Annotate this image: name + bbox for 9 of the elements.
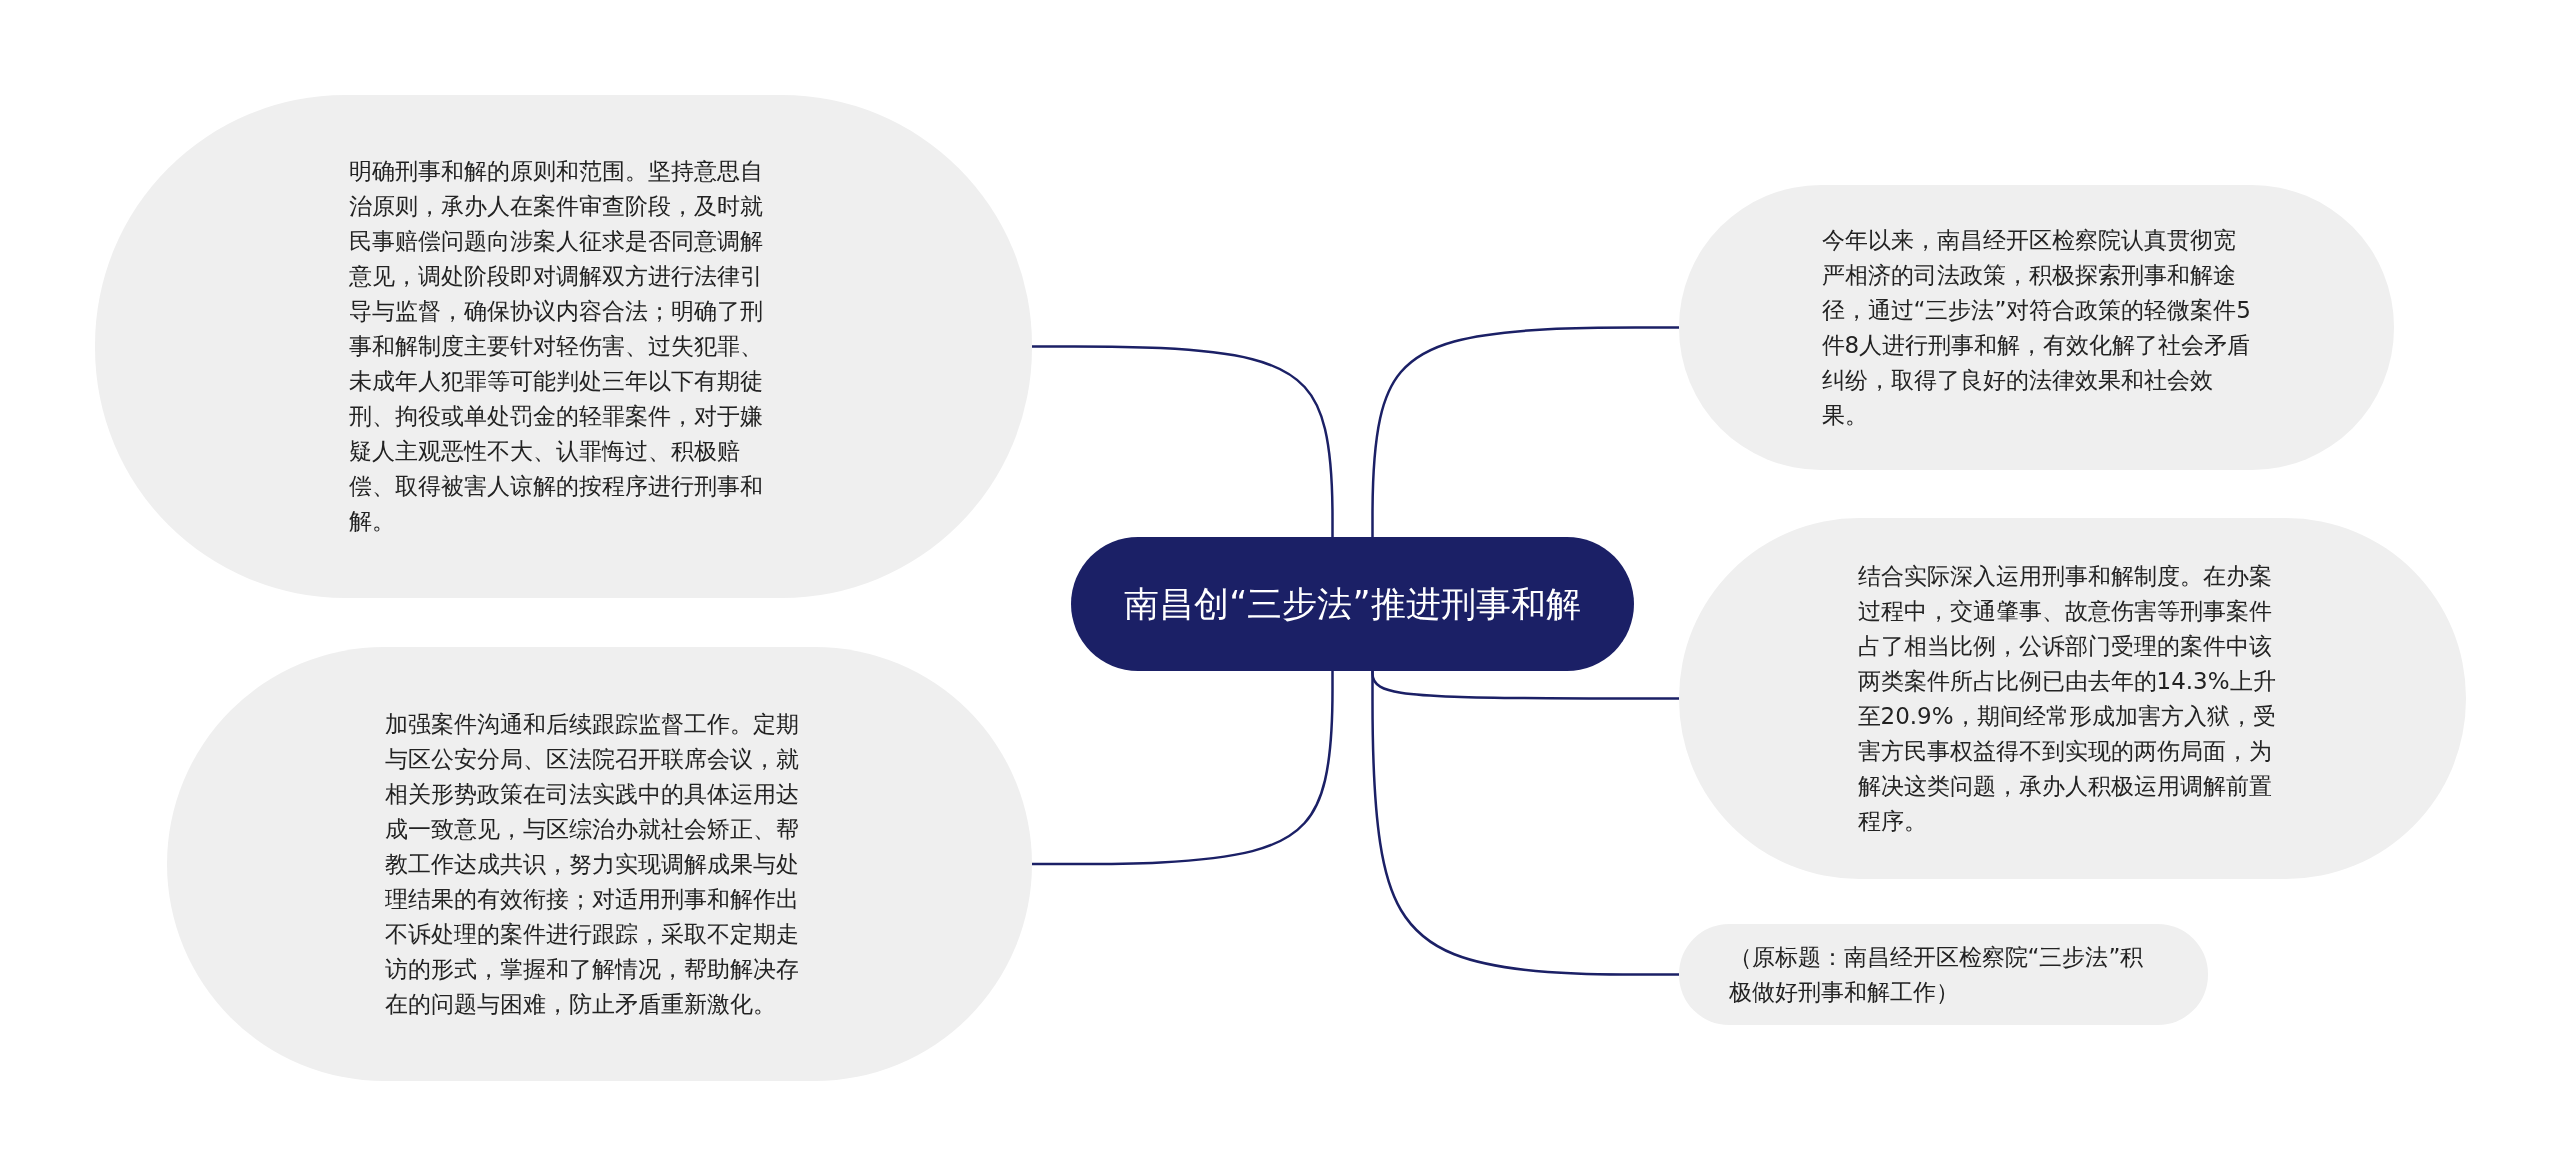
connector-line <box>1371 326 1679 537</box>
paragraph-text: （原标题：南昌经开区检察院“三步法”积极做好刑事和解工作） <box>1728 942 2145 1007</box>
paragraph-text: 今年以来，南昌经开区检察院认真贯彻宽严相济的司法政策，积极探索刑事和解途径，通过“三步法”对符合政策的轻微案件5件8人进行刑事和解，有效化解了社会矛盾纠纷，取得了良好的法律效果和社会效果。 <box>1821 225 2252 430</box>
topic-title: 南昌创“三步法”推进刑事和解 <box>1123 583 1582 626</box>
paragraph-text: 加强案件沟通和后续跟踪监督工作。定期与区公安分局、区法院召开联席会议，就相关形势政策在司法实践中的具体运用达成一致意见，与区综治办就社会矫正、帮教工作达成共识，努力实现调解成果与处理结果的有效衔接；对适用刑事和解作出不诉处理的案件进行跟踪，采取不定期走访的形式，掌握和了解情况，帮助解决存在的问题与困难，防止矛盾重新激化。 <box>384 709 800 1019</box>
connector-line <box>1032 671 1334 866</box>
paragraph-text: 明确刑事和解的原则和范围。坚持意思自治原则，承办人在案件审查阶段，及时就民事赔偿问题向涉案人征求是否同意调解意见，调处阶段即对调解双方进行法律引导与监督，确保协议内容合法；明确了刑事和解制度主要针对轻伤害、过失犯罪、未成年人犯罪等可能判处三年以下有期徒刑、拘役或单处罚金的轻罪案件，对于嫌疑人主观恶性不大、认罪悔过、积极赔偿、取得被害人谅解的按程序进行刑事和解。 <box>348 157 764 536</box>
paragraph-text: 结合实际深入运用刑事和解制度。在办案过程中，交通肇事、故意伤害等刑事案件占了相当比例，公诉部门受理的案件中该两类案件所占比例已由去年的14.3%上升至20.9%，期间经常形成加害方入狱，受害方民事权益得不到实现的两伤局面，为解决这类问题，承办人积极运用调解前置程序。 <box>1857 561 2277 836</box>
connector-line <box>1032 345 1334 537</box>
